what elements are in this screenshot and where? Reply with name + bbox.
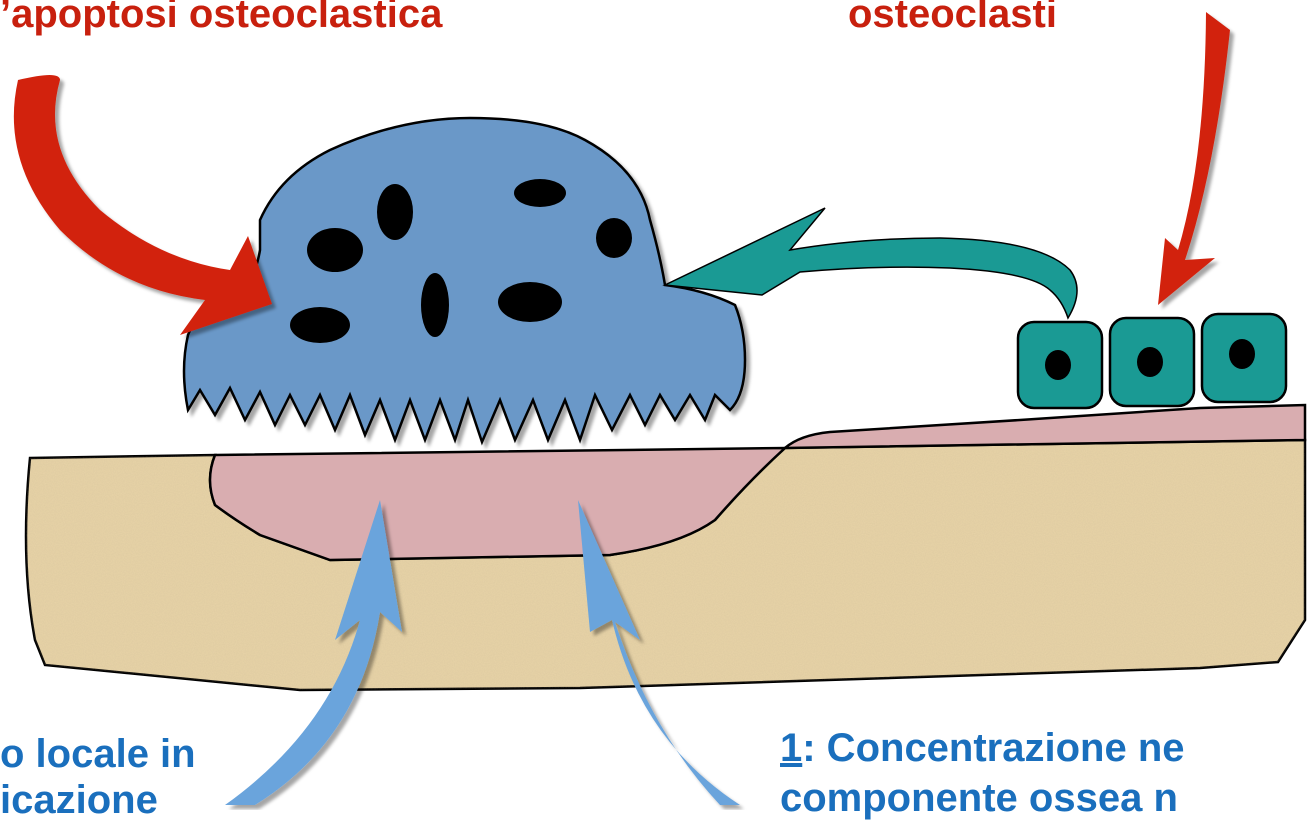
label-concentration-text: : Concentrazione ne xyxy=(802,726,1184,770)
label-osteoclast-apoptosis: ’apoptosi osteoclastica xyxy=(0,0,442,37)
nucleus xyxy=(307,228,363,272)
label-local-left-line1: o locale in xyxy=(0,732,196,777)
label-concentration-line1: 1: Concentrazione ne xyxy=(780,726,1185,771)
lining-cells xyxy=(1018,314,1286,408)
nucleus xyxy=(596,218,632,258)
cell-nucleus xyxy=(1045,350,1071,380)
label-osteoclasts: osteoclasti xyxy=(848,0,1057,37)
red-arrow-right xyxy=(1158,12,1230,305)
label-local-left-line2: icazione xyxy=(0,778,158,823)
nucleus xyxy=(421,273,449,337)
label-concentration-line2: componente ossea n xyxy=(780,776,1178,821)
bone-tissue xyxy=(26,405,1305,690)
red-arrow-left xyxy=(14,75,272,335)
osteoclast-body xyxy=(184,118,745,442)
nucleus xyxy=(498,282,562,322)
nucleus xyxy=(514,179,566,207)
cell-nucleus xyxy=(1229,339,1255,369)
nucleus xyxy=(290,307,350,343)
cell-nucleus xyxy=(1137,347,1163,377)
nucleus xyxy=(377,184,413,240)
osteoclast xyxy=(184,118,745,442)
osteoid-seam xyxy=(785,405,1305,448)
label-step-number: 1 xyxy=(780,726,802,770)
